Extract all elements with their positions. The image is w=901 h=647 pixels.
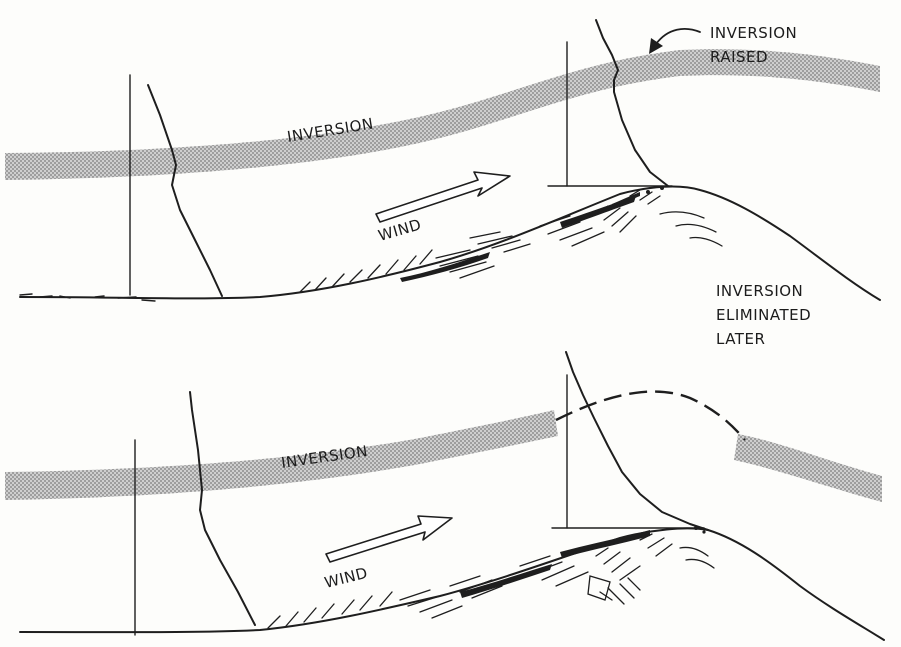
upper-panel: INVERSION WIND INVERSION RAISED (5, 20, 880, 301)
lower-callout-line-2: ELIMINATED (716, 306, 811, 324)
lower-wind-arrow[interactable] (326, 516, 452, 562)
upper-callout-line-2: RAISED (710, 48, 768, 66)
lower-terrain-profile (20, 528, 884, 640)
upper-callout-line-1: INVERSION (710, 24, 797, 42)
lower-left-temperature-profile (190, 392, 255, 625)
upper-inversion-band (5, 49, 880, 180)
lower-right-temperature-profile (566, 352, 708, 530)
upper-callout-arrow (656, 29, 700, 44)
upper-callout-arrowhead (649, 38, 663, 54)
upper-wind-arrow[interactable] (376, 172, 510, 222)
lower-wind-label: WIND (323, 564, 370, 592)
lower-callout-line-3: LATER (716, 330, 765, 348)
lower-callout-line-1: INVERSION (716, 282, 803, 300)
upper-left-temperature-profile (148, 85, 222, 296)
lower-panel: INVERSION WIND INVERSION ELIMINATED LATE… (5, 282, 884, 640)
lower-inversion-band-right (734, 434, 882, 502)
